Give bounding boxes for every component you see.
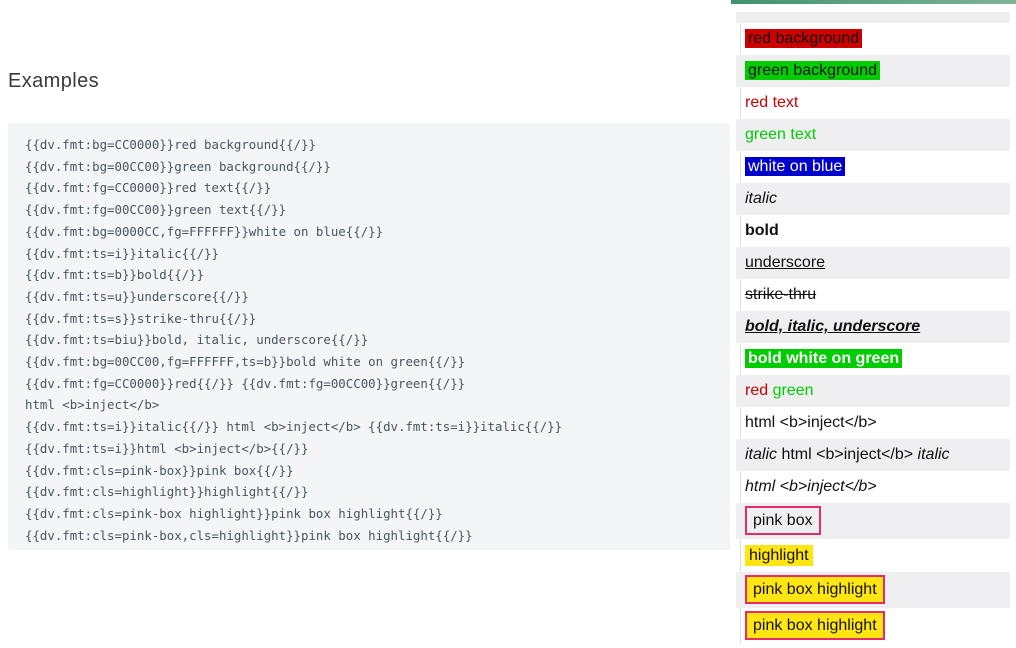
output-row: bold white on green (736, 343, 1010, 375)
output-text: pink box (745, 506, 821, 536)
output-row-empty (736, 12, 1010, 23)
output-row: italic (736, 183, 1010, 215)
output-row: bold, italic, underscore (736, 311, 1010, 343)
code-text: {{dv.fmt:bg=CC0000}}red background{{/}} … (25, 137, 563, 543)
code-block: {{dv.fmt:bg=CC0000}}red background{{/}} … (8, 123, 730, 550)
output-text: highlight (745, 545, 813, 566)
output-row: red background (736, 23, 1010, 55)
output-text: pink box highlight (745, 575, 885, 605)
output-row: strike-thru (736, 279, 1010, 311)
output-text: bold white on green (745, 349, 903, 368)
output-row: italic html <b>inject</b> italic (736, 439, 1010, 471)
output-rows: red background green background red text gr… (736, 12, 1010, 644)
green-accent-bar (731, 0, 1016, 4)
output-row: underscore (736, 247, 1010, 279)
output-row: red green (736, 375, 1010, 407)
output-row: green background (736, 55, 1010, 87)
output-text: bold (745, 222, 779, 239)
output-row: highlight (736, 539, 1010, 572)
output-text: strike-thru (745, 286, 817, 303)
output-row: red text (736, 87, 1010, 119)
examples-heading: Examples (8, 70, 100, 92)
output-text: bold, italic, underscore (745, 318, 921, 335)
output-text: red (745, 382, 769, 399)
output-text: green background (745, 61, 880, 80)
output-text: pink box highlight (745, 611, 885, 641)
output-row: white on blue (736, 151, 1010, 183)
output-row: green text (736, 119, 1010, 151)
output-text: italic (917, 446, 950, 463)
output-row: pink box highlight (736, 572, 1010, 608)
output-text: red text (745, 94, 799, 111)
output-row: bold (736, 215, 1010, 247)
output-row: html <b>inject</b> (736, 407, 1010, 439)
output-text: italic (745, 446, 778, 463)
output-text: html <b>inject</b> (777, 446, 918, 463)
output-text: html <b>inject</b> (745, 414, 877, 431)
output-row: pink box (736, 503, 1010, 539)
output-row: html <b>inject</b> (736, 471, 1010, 503)
output-text: italic (745, 190, 778, 207)
output-text: red background (745, 29, 863, 48)
output-text: green text (745, 126, 817, 143)
output-text: html <b>inject</b> (745, 478, 877, 495)
output-text: green (772, 382, 814, 399)
output-text: white on blue (745, 157, 846, 176)
output-row: pink box highlight (736, 608, 1010, 644)
rendered-output-panel: red background green background red text gr… (736, 12, 1010, 644)
output-text: underscore (745, 254, 826, 271)
